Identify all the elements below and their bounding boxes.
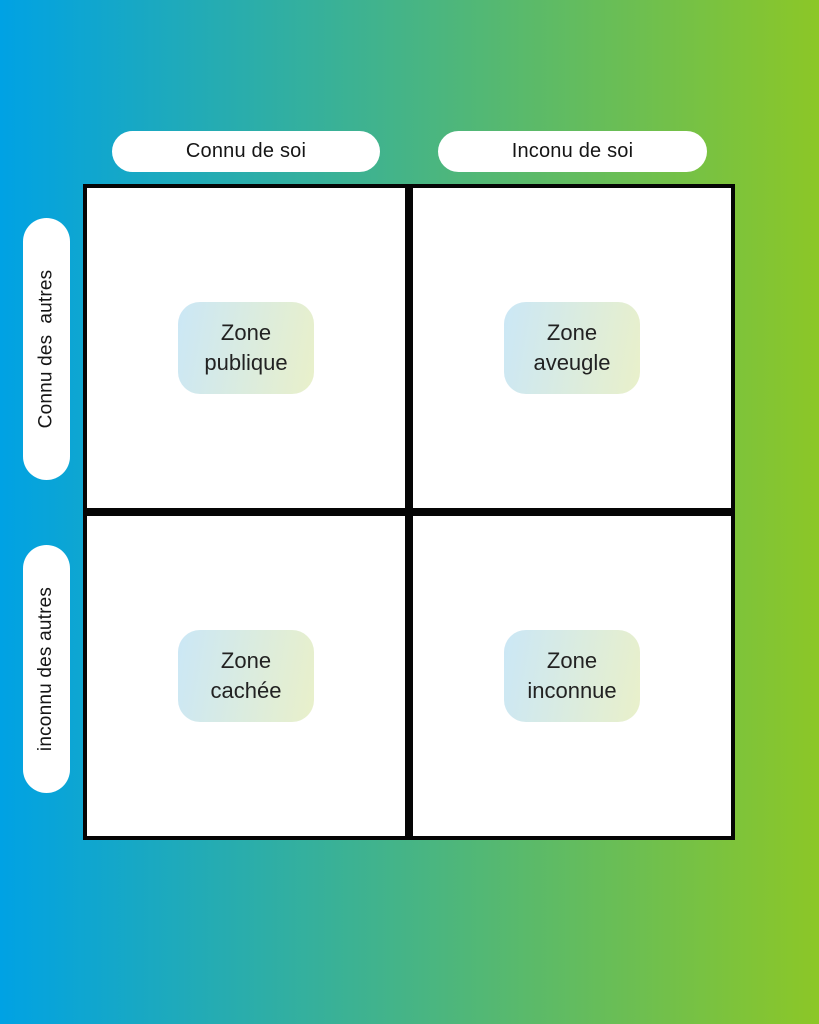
quadrant-cell-top-left: Zone publique	[87, 188, 405, 508]
zone-box-cachee: Zone cachée	[178, 630, 314, 722]
quadrant-cell-bottom-left: Zone cachée	[87, 516, 405, 836]
column-header-inconu-de-soi: Inconu de soi	[438, 131, 707, 172]
row-header-label: inconnu des autres	[35, 586, 57, 752]
quadrant-grid: Zone publique Zone aveugle Zone cachée Z…	[83, 184, 735, 840]
row-header-label: Connu des autres	[35, 269, 57, 429]
row-header-connu-des-autres: Connu des autres	[23, 218, 70, 480]
column-header-label: Inconu de soi	[511, 140, 634, 162]
quadrant-cell-bottom-right: Zone inconnue	[413, 516, 731, 836]
column-header-label: Connu de soi	[185, 140, 307, 162]
quadrant-cell-top-right: Zone aveugle	[413, 188, 731, 508]
row-header-inconnu-des-autres: inconnu des autres	[23, 545, 70, 793]
zone-box-aveugle: Zone aveugle	[504, 302, 640, 394]
column-header-connu-de-soi: Connu de soi	[112, 131, 380, 172]
zone-box-publique: Zone publique	[178, 302, 314, 394]
zone-box-inconnue: Zone inconnue	[504, 630, 640, 722]
